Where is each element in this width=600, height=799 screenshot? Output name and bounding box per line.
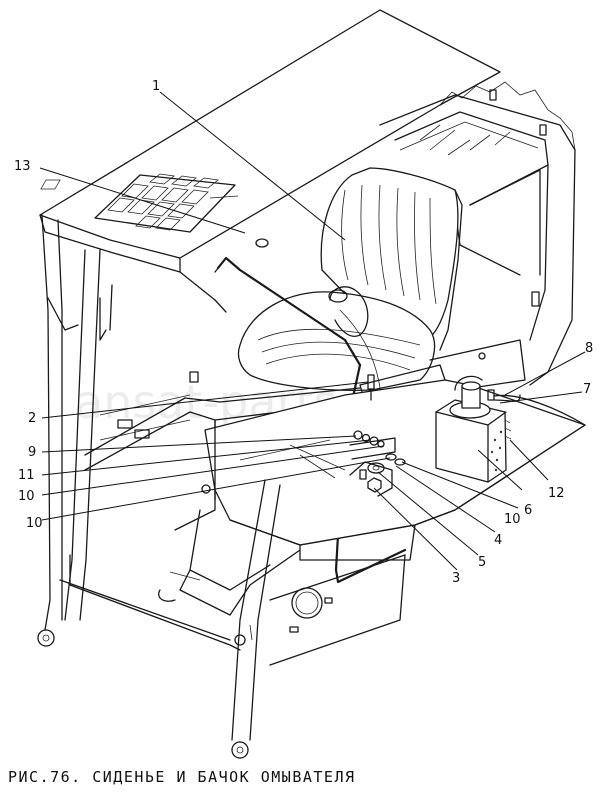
front-body xyxy=(59,509,406,666)
callout-10-left-upper: 10 xyxy=(18,489,35,504)
callout-12: 12 xyxy=(548,486,565,501)
callout-10-right: 10 xyxy=(504,512,521,527)
callout-8: 8 xyxy=(585,341,593,356)
callout-13: 13 xyxy=(14,159,31,174)
cab-roof xyxy=(39,9,576,313)
switch-panel xyxy=(40,173,269,248)
callout-6: 6 xyxy=(524,503,532,518)
leader-lines xyxy=(39,91,586,571)
callout-11: 11 xyxy=(18,468,35,483)
callout-9: 9 xyxy=(28,445,36,460)
washer-reservoir xyxy=(435,375,586,483)
callout-5: 5 xyxy=(478,555,486,570)
callout-1: 1 xyxy=(152,79,160,94)
fasteners xyxy=(349,374,406,497)
callout-10-left-lower: 10 xyxy=(26,516,43,531)
figure-caption: РИС.76. СИДЕНЬЕ И БАЧОК ОМЫВАТЕЛЯ xyxy=(8,768,356,786)
callout-7: 7 xyxy=(583,382,591,397)
callout-3: 3 xyxy=(452,571,460,586)
callout-labels: 1 13 8 7 2 9 11 10 10 10 6 12 4 5 3 xyxy=(14,79,593,586)
callout-2: 2 xyxy=(28,411,36,426)
callout-4: 4 xyxy=(494,533,502,548)
seat xyxy=(237,167,526,413)
